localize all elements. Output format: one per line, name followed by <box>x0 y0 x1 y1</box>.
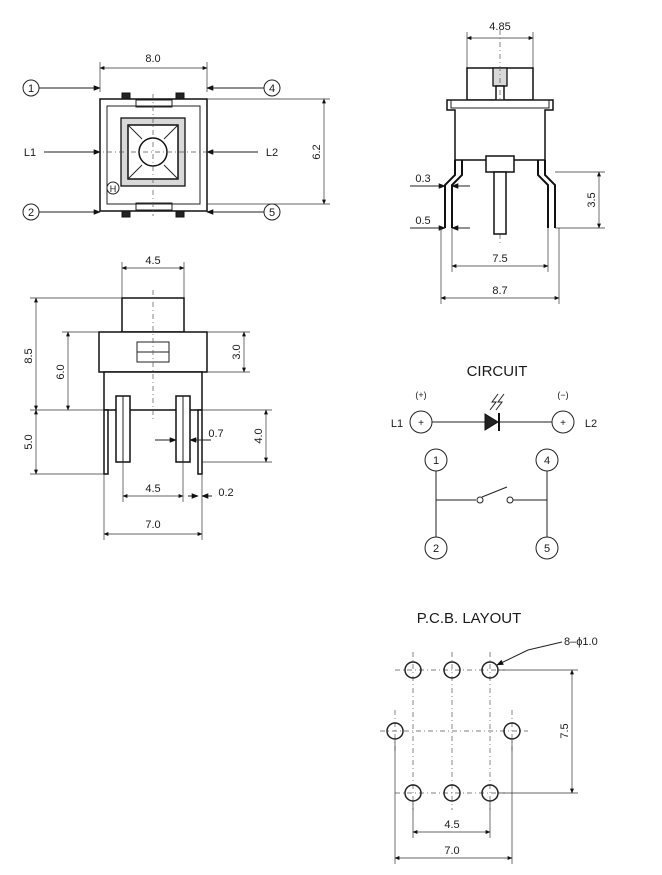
pcb-dim-4-5: 4.5 <box>444 819 459 831</box>
pcb-layout: P.C.B. LAYOUT 8–ϕ1.0 7.5 4.5 7. <box>380 610 598 864</box>
top-led-l2: L2 <box>266 147 278 159</box>
top-led-l1: L1 <box>24 147 36 159</box>
front-height-6-0: 6.0 <box>55 364 67 379</box>
circuit-minus: (−) <box>557 390 568 400</box>
pcb-dim-7-0: 7.0 <box>444 845 459 857</box>
circuit-pin-1: 1 <box>433 455 439 467</box>
front-pin-len-5-0: 5.0 <box>23 434 35 449</box>
front-view: 4.5 8.5 6.0 3.0 5.0 <box>23 255 272 540</box>
side-view: 4.85 0.3 0.5 3.5 7.5 <box>410 21 605 304</box>
front-height-3-0: 3.0 <box>231 344 243 359</box>
circuit-pin-4: 4 <box>544 455 550 467</box>
top-pin-2: 2 <box>28 207 34 219</box>
top-height-dim: 6.2 <box>311 144 323 159</box>
circuit-node-plus-l2: + <box>560 418 566 429</box>
front-base-7-0: 7.0 <box>145 519 160 531</box>
top-view: 8.0 H 1 2 4 5 <box>22 53 330 221</box>
front-cap-width: 4.5 <box>145 255 160 267</box>
side-dim-0-5: 0.5 <box>415 215 430 227</box>
top-pin-5: 5 <box>269 207 275 219</box>
circuit-pin-2: 2 <box>433 543 439 555</box>
circuit-led-l2: L2 <box>585 418 597 430</box>
side-dim-7-5: 7.5 <box>492 253 507 265</box>
top-width-dim: 8.0 <box>145 53 160 65</box>
side-dim-8-7: 8.7 <box>492 285 507 297</box>
circuit-diagram: CIRCUIT (+) (−) L1 L2 + + 1 4 2 5 <box>391 363 597 560</box>
top-pin-1: 1 <box>28 83 34 95</box>
pcb-dim-7-5: 7.5 <box>559 723 571 738</box>
side-dim-3-5: 3.5 <box>586 192 598 207</box>
circuit-plus: (+) <box>415 390 426 400</box>
circuit-pin-5: 5 <box>544 543 550 555</box>
side-dim-0-3: 0.3 <box>415 173 430 185</box>
pcb-title: P.C.B. LAYOUT <box>417 610 521 627</box>
side-top-width: 4.85 <box>489 21 510 33</box>
front-pin-t-0-2: 0.2 <box>218 487 233 499</box>
circuit-led-l1: L1 <box>391 418 403 430</box>
front-pin-len-4-0: 4.0 <box>253 428 265 443</box>
circuit-node-plus-l1: + <box>418 418 424 429</box>
front-pin-w-0-7: 0.7 <box>208 428 223 440</box>
top-mark: H <box>110 184 117 194</box>
front-pin-pitch: 4.5 <box>145 483 160 495</box>
front-height-8-5: 8.5 <box>23 348 35 363</box>
top-pin-4: 4 <box>269 83 275 95</box>
pcb-hole-note: 8–ϕ1.0 <box>564 636 598 648</box>
circuit-title: CIRCUIT <box>467 363 528 380</box>
